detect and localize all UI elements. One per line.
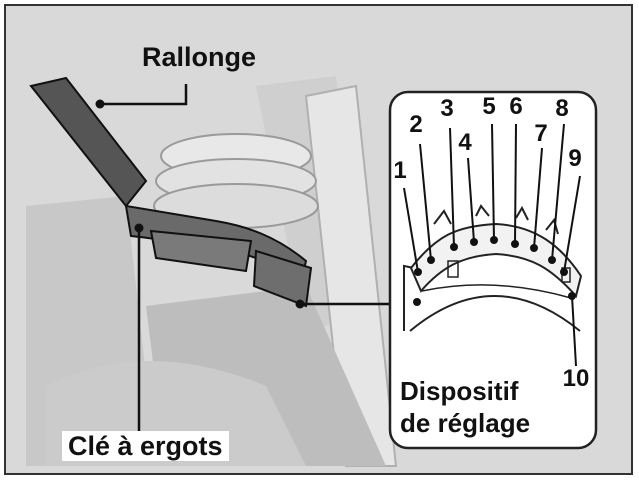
diagram-illustration	[6, 6, 633, 475]
position-9: 9	[560, 146, 590, 172]
wrench-label: Clé à ergots	[62, 431, 229, 461]
extension-label: Rallonge	[142, 42, 256, 72]
position-8: 8	[547, 96, 577, 122]
position-3: 3	[432, 96, 462, 122]
position-10: 10	[556, 366, 596, 392]
position-4: 4	[450, 130, 480, 156]
adjuster-label-line2: de réglage	[400, 408, 530, 438]
diagram-frame: Rallonge Clé à ergots Dispositif de régl…	[4, 4, 633, 475]
position-6: 6	[501, 94, 531, 120]
position-5: 5	[474, 94, 504, 120]
position-2: 2	[401, 112, 431, 138]
adjuster-label-line1: Dispositif	[400, 376, 518, 406]
position-1: 1	[385, 158, 415, 184]
position-7: 7	[526, 121, 556, 147]
